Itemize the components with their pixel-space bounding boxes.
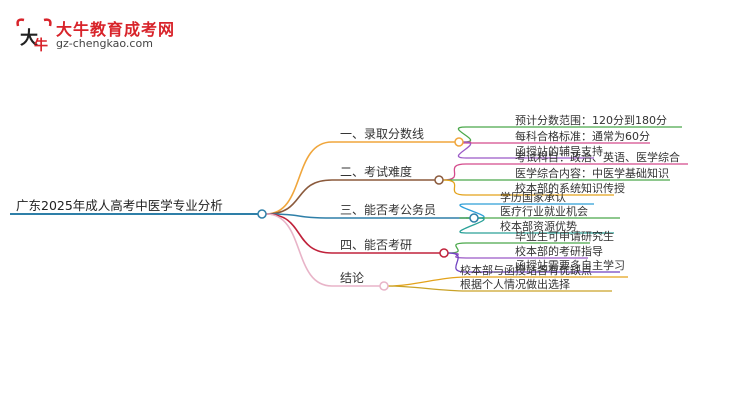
leaf-node-label-4-2: 校本部的考研指导: [515, 244, 603, 258]
branch-node-label-2: 二、考试难度: [340, 164, 412, 179]
leaf-node-label-5-2: 根据个人情况做出选择: [460, 277, 570, 291]
site-logo[interactable]: 大 牛 大牛教育成考网 gz-chengkao.com: [14, 14, 174, 54]
branch-node-handle-2[interactable]: [434, 175, 444, 185]
branch-node-label-5: 结论: [340, 271, 364, 285]
leaf-edge-5-1: [387, 276, 467, 287]
leaf-edge-2-3: [442, 179, 467, 196]
logo-url: gz-chengkao.com: [56, 37, 153, 50]
leaf-node-label-1-2: 每科合格标准：通常为60分: [515, 129, 650, 143]
branch-node-handle-3[interactable]: [469, 213, 479, 223]
bull-logo-icon: 大 牛: [16, 18, 52, 52]
leaf-node-label-1-1: 预计分数范围：120分到180分: [515, 113, 667, 127]
leaf-node-label-3-2: 医疗行业就业机会: [500, 204, 588, 218]
branch-edge-3: [265, 213, 333, 219]
leaf-edge-4-3: [447, 252, 467, 273]
branch-node-label-1: 一、录取分数线: [340, 126, 424, 141]
branch-node-handle-4[interactable]: [439, 248, 449, 258]
branch-edge-1: [265, 141, 333, 215]
leaf-node-label-1-3: 函授站的辅导支持: [515, 144, 603, 158]
branch-node-handle-5[interactable]: [379, 281, 389, 291]
leaf-edge-1-3: [457, 141, 472, 159]
leaf-node-label-5-1: 校本部与函授站各有优缺点: [460, 263, 592, 277]
root-node-label: 广东2025年成人高考中医学专业分析: [16, 198, 223, 213]
leaf-edge-3-3: [459, 217, 485, 234]
leaf-node-label-3-1: 学历国家承认: [500, 190, 566, 204]
leaf-node-label-3-3: 校本部资源优势: [500, 219, 577, 233]
svg-text:牛: 牛: [34, 37, 48, 52]
branch-node-label-4: 四、能否考研: [340, 238, 412, 252]
mind-map-edges: [265, 126, 688, 292]
branch-edge-4: [265, 213, 333, 254]
leaf-edge-4-1: [447, 242, 467, 254]
leaf-node-label-2-2: 医学综合内容：中医学基础知识: [515, 166, 669, 180]
branch-edge-5: [265, 213, 333, 287]
leaf-node-label-4-1: 毕业生可申请研究生: [515, 229, 614, 243]
leaf-node-label-4-3: 函授站需要多自主学习: [515, 258, 625, 272]
leaf-edge-2-1: [442, 163, 467, 181]
leaf-node-label-2-3: 校本部的系统知识传授: [515, 181, 625, 195]
branch-node-handle-1[interactable]: [454, 137, 464, 147]
root-node-handle[interactable]: [257, 209, 267, 219]
branch-edge-2: [265, 179, 333, 215]
leaf-edge-5-2: [387, 285, 467, 292]
branch-node-label-3: 三、能否考公务员: [340, 202, 436, 217]
svg-text:大: 大: [20, 27, 38, 49]
mind-map-nodes: 广东2025年成人高考中医学专业分析 一、录取分数线 预计分数范围：120分到180…: [10, 113, 680, 291]
logo-title: 大牛教育成考网: [56, 20, 176, 39]
leaf-node-label-2-1: 考试科目：政治、英语、医学综合: [515, 150, 680, 164]
